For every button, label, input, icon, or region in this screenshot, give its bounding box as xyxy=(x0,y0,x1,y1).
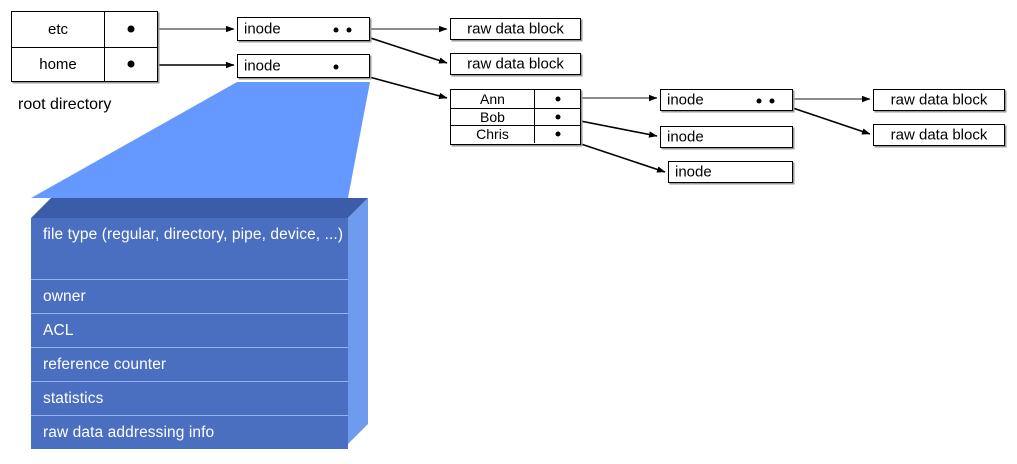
inode-box-chris[interactable]: inode xyxy=(668,161,793,183)
pointer-dot-icon xyxy=(769,98,775,104)
home-entry-pointer-chris[interactable] xyxy=(535,126,580,143)
inode-field-owner: owner xyxy=(31,279,348,313)
inode-detail-top-face xyxy=(31,198,368,218)
inode-detail-front-face: file type (regular, directory, pipe, dev… xyxy=(31,218,348,449)
pointer-dot-icon xyxy=(756,98,762,104)
root-directory-table: etc home xyxy=(11,11,158,82)
inode-box-etc[interactable]: inode xyxy=(237,17,370,41)
raw-data-block-ann-2[interactable]: raw data block xyxy=(873,124,1005,146)
inode-field-statistics: statistics xyxy=(31,381,348,415)
raw-block-label: raw data block xyxy=(890,91,988,109)
inode-label: inode xyxy=(667,128,704,146)
inode-box-home[interactable]: inode xyxy=(237,54,370,78)
raw-block-label: raw data block xyxy=(467,55,564,73)
table-row[interactable]: home xyxy=(12,46,157,82)
home-entry-name-ann: Ann xyxy=(451,90,535,108)
raw-block-label: raw data block xyxy=(467,20,564,38)
inode-field-raw-data-addressing: raw data addressing info xyxy=(31,415,348,449)
raw-block-label: raw data block xyxy=(890,126,988,144)
table-row[interactable]: Bob xyxy=(451,107,580,126)
root-directory-caption: root directory xyxy=(18,96,112,113)
home-directory-table: Ann Bob Chris xyxy=(450,89,581,145)
inode-box-bob[interactable]: inode xyxy=(660,126,793,148)
home-entry-pointer-bob[interactable] xyxy=(535,109,580,126)
inode-field-acl: ACL xyxy=(31,313,348,347)
table-row[interactable]: etc xyxy=(12,12,157,47)
home-entry-name-bob: Bob xyxy=(451,108,535,126)
inode-detail-side-face xyxy=(348,198,368,444)
inode-label: inode xyxy=(675,163,712,181)
raw-data-block-ann-1[interactable]: raw data block xyxy=(873,89,1005,111)
pointer-dot-icon xyxy=(127,25,135,33)
home-entry-name-chris: Chris xyxy=(451,126,535,143)
pointer-dot-icon xyxy=(555,114,560,120)
table-row[interactable]: Ann xyxy=(451,90,580,108)
inode-label: inode xyxy=(244,20,281,38)
inode-field-file-type: file type (regular, directory, pipe, dev… xyxy=(31,218,348,279)
root-entry-name-home: home xyxy=(12,47,105,81)
pointer-dot-icon xyxy=(333,27,339,33)
pointer-dot-icon xyxy=(346,27,352,33)
raw-data-block-etc-1[interactable]: raw data block xyxy=(450,18,581,40)
pointer-dot-icon xyxy=(127,60,135,68)
raw-data-block-etc-2[interactable]: raw data block xyxy=(450,53,581,75)
inode-label: inode xyxy=(667,91,704,109)
home-entry-pointer-ann[interactable] xyxy=(535,90,580,108)
inode-field-reference-counter: reference counter xyxy=(31,347,348,381)
table-row[interactable]: Chris xyxy=(451,125,580,143)
root-entry-pointer-home[interactable] xyxy=(105,48,157,82)
root-entry-pointer-etc[interactable] xyxy=(105,12,157,47)
inode-label: inode xyxy=(244,57,281,75)
root-entry-name-etc: etc xyxy=(12,12,105,47)
pointer-dot-icon xyxy=(555,131,560,137)
inode-box-ann[interactable]: inode xyxy=(660,89,793,111)
pointer-dot-icon xyxy=(333,64,339,70)
pointer-dot-icon xyxy=(555,96,560,102)
